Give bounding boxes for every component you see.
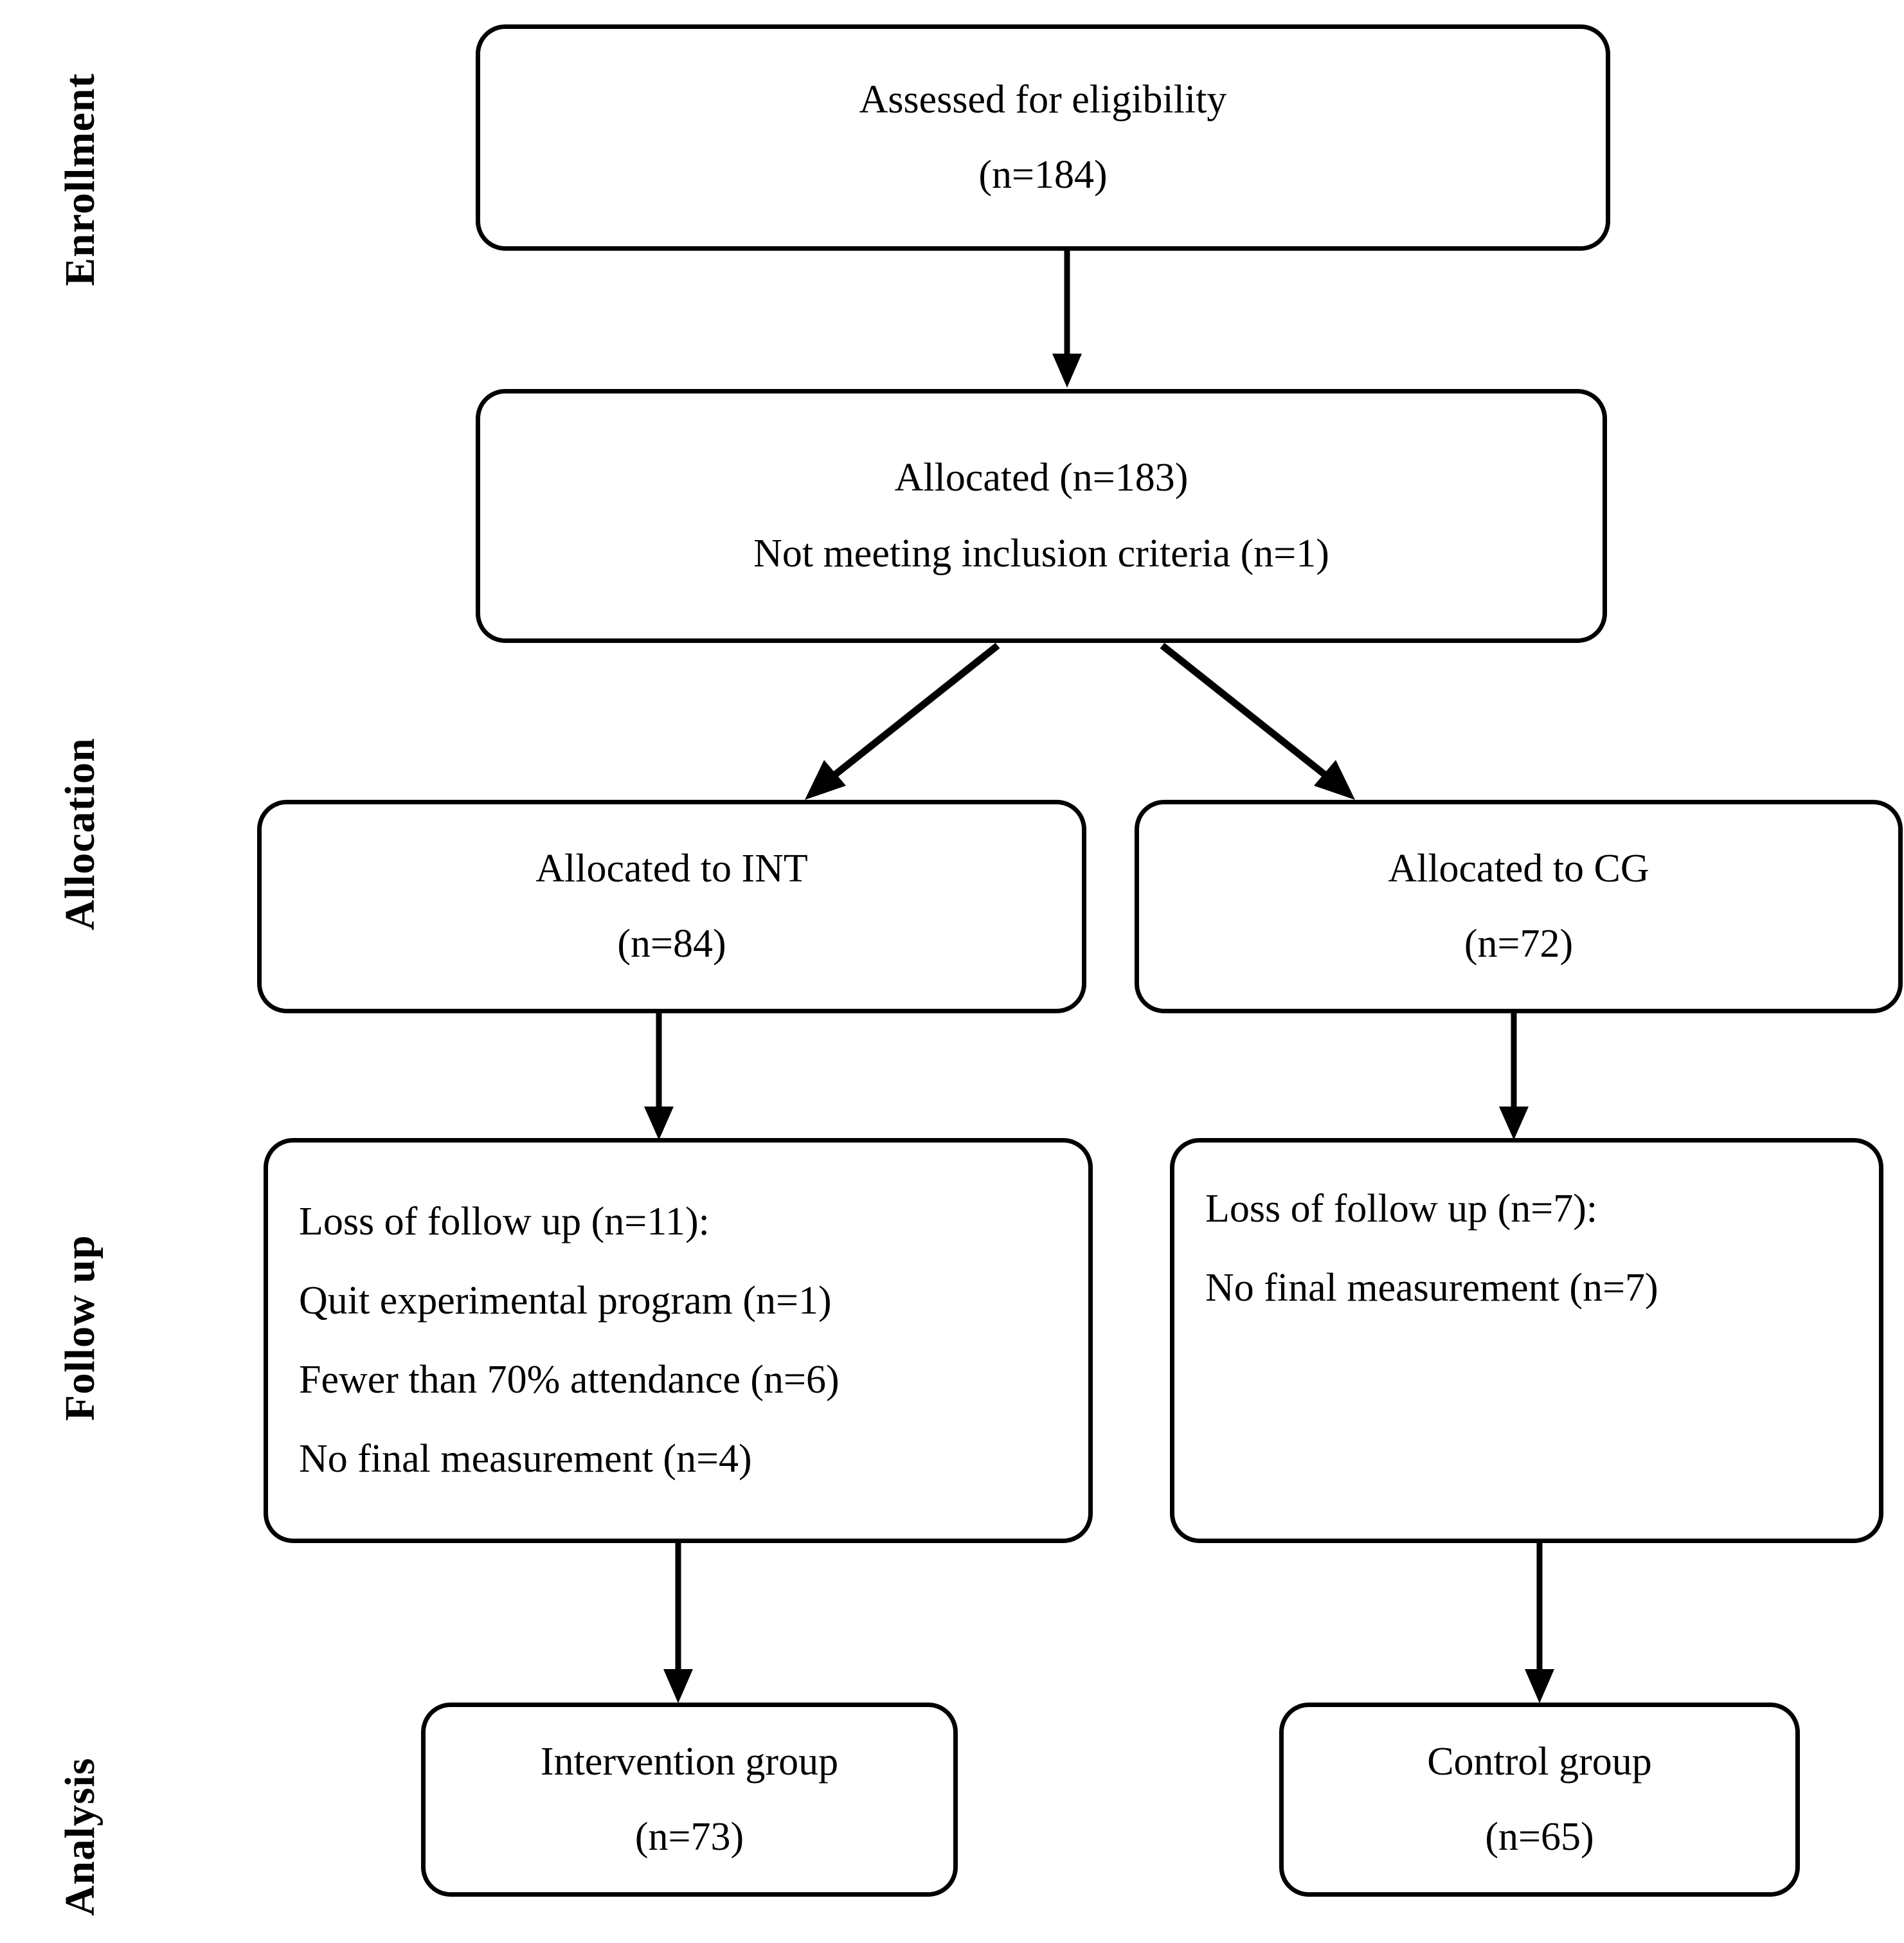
stage-label-allocation: Allocation bbox=[57, 737, 103, 930]
node-intervention-group-line-1: Intervention group bbox=[540, 1739, 839, 1784]
node-control-group: Control group (n=65) bbox=[1279, 1703, 1800, 1897]
arrow-assessed-to-allocated bbox=[1041, 251, 1093, 389]
node-loss-followup-int-line-4: No final measurement (n=4) bbox=[299, 1437, 752, 1481]
node-assessed-for-eligibility: Assessed for eligibility (n=184) bbox=[476, 24, 1610, 251]
node-allocated-to-cg-line-1: Allocated to CG bbox=[1388, 846, 1649, 890]
node-allocated: Allocated (n=183) Not meeting inclusion … bbox=[476, 389, 1607, 643]
node-loss-followup-int-line-2: Quit experimental program (n=1) bbox=[299, 1278, 832, 1323]
node-assessed-line-2: (n=184) bbox=[978, 153, 1108, 197]
node-assessed-line-1: Assessed for eligibility bbox=[859, 77, 1227, 122]
node-loss-followup-cg: Loss of follow up (n=7): No final measur… bbox=[1170, 1138, 1883, 1543]
node-allocated-to-int-line-1: Allocated to INT bbox=[535, 846, 808, 890]
node-allocated-line-2: Not meeting inclusion criteria (n=1) bbox=[753, 531, 1329, 575]
stage-label-follow-up: Follow up bbox=[57, 1234, 103, 1421]
node-loss-followup-int-line-3: Fewer than 70% attendance (n=6) bbox=[299, 1358, 840, 1402]
node-loss-followup-cg-line-1: Loss of follow up (n=7): bbox=[1205, 1187, 1598, 1231]
node-loss-followup-int-line-1: Loss of follow up (n=11): bbox=[299, 1199, 710, 1243]
node-intervention-group: Intervention group (n=73) bbox=[421, 1703, 958, 1897]
arrow-int-to-loss-followup bbox=[633, 1013, 685, 1142]
node-allocated-to-cg: Allocated to CG (n=72) bbox=[1135, 800, 1903, 1013]
arrow-loss-cg-to-control-group bbox=[1514, 1543, 1565, 1705]
node-loss-followup-int: Loss of follow up (n=11): Quit experimen… bbox=[264, 1138, 1093, 1543]
arrow-allocated-to-int bbox=[791, 642, 1003, 804]
node-allocated-to-int-line-2: (n=84) bbox=[617, 922, 726, 966]
node-control-group-line-1: Control group bbox=[1427, 1739, 1652, 1784]
node-allocated-line-1: Allocated (n=183) bbox=[894, 456, 1189, 500]
arrow-allocated-to-cg bbox=[1157, 642, 1369, 804]
node-control-group-line-2: (n=65) bbox=[1485, 1815, 1594, 1859]
node-allocated-to-cg-line-2: (n=72) bbox=[1464, 922, 1574, 966]
stage-label-enrollment: Enrollment bbox=[57, 73, 103, 286]
node-intervention-group-line-2: (n=73) bbox=[634, 1815, 744, 1859]
node-loss-followup-cg-line-2: No final measurement (n=7) bbox=[1205, 1266, 1658, 1310]
stage-label-analysis: Analysis bbox=[57, 1757, 103, 1916]
arrow-loss-int-to-intervention-group bbox=[652, 1543, 704, 1705]
node-allocated-to-int: Allocated to INT (n=84) bbox=[257, 800, 1086, 1013]
arrow-cg-to-loss-followup bbox=[1488, 1013, 1540, 1142]
